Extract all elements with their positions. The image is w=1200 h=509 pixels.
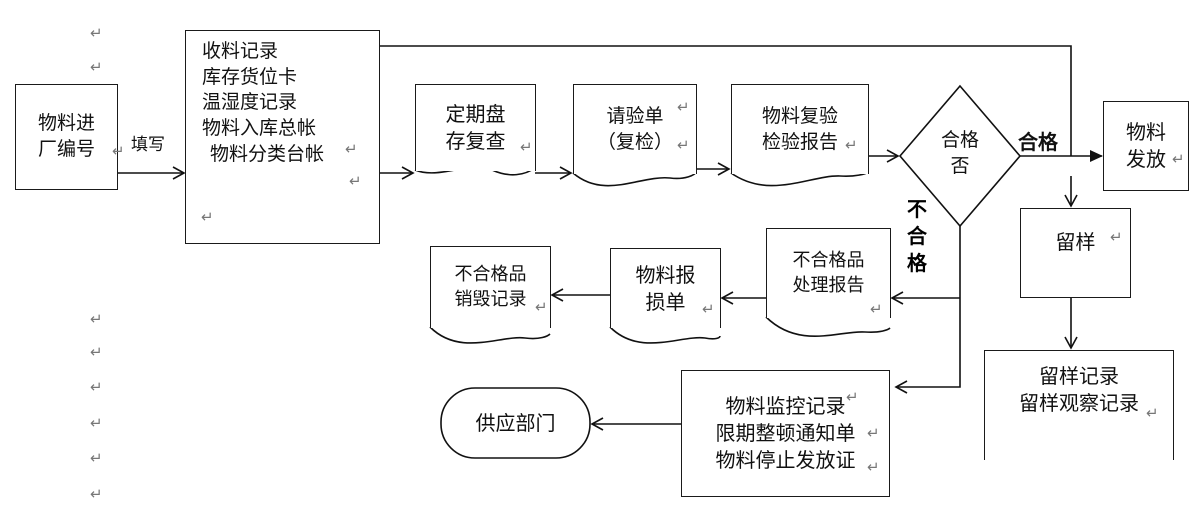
paragraph-mark: ↵ [867, 458, 880, 476]
paragraph-mark: ↵ [870, 300, 883, 318]
paragraph-mark: ↵ [201, 208, 214, 226]
node-destroy: 不合格品 销毁记录 [430, 246, 551, 328]
paragraph-mark: ↵ [520, 138, 533, 156]
paragraph-mark: ↵ [112, 142, 125, 160]
edge-label-fill: 填写 [131, 135, 165, 155]
paragraph-mark: ↵ [1146, 404, 1159, 422]
edge-label-fail: 不合格 [905, 196, 929, 277]
edge-label-pass: 合格 [1018, 130, 1058, 154]
node-sample-record: 留样记录 留样观察记录 [984, 350, 1174, 460]
node-destroy-line-2: 销毁记录 [454, 288, 527, 310]
paragraph-mark: ↵ [90, 414, 103, 432]
paragraph-mark: ↵ [90, 24, 103, 42]
node-inspect-request-line-1: 请验单 [606, 104, 664, 127]
node-incoming-line-1: 物料进 [37, 112, 95, 135]
reinspect-doc-wave [730, 171, 869, 187]
node-reinspect-report-line-1: 物料复验 [761, 104, 838, 127]
paragraph-mark: ↵ [90, 449, 103, 467]
line-fail-down [894, 226, 961, 394]
paragraph-mark: ↵ [90, 378, 103, 396]
node-recheck-line-2: 存复查 [445, 129, 506, 153]
line-receiving-bypass [380, 45, 1072, 156]
node-loss-line-2: 损单 [645, 289, 686, 314]
node-receiving-line-4: 物料入库总帐 [202, 116, 317, 139]
paragraph-mark: ↵ [90, 310, 103, 328]
edge-label-fail-text: 不合格 [907, 197, 927, 275]
paragraph-mark: ↵ [90, 58, 103, 76]
node-incoming: 物料进 厂编号 [15, 84, 118, 190]
node-destroy-line-1: 不合格品 [454, 264, 527, 286]
loss-doc-wave [609, 326, 721, 344]
node-monitor-line-2: 限期整顿通知单 [715, 421, 856, 445]
node-recheck: 定期盘 存复查 [415, 84, 536, 171]
node-receiving-line-3: 温湿度记录 [202, 91, 298, 114]
node-inspect-request: 请验单 （复检） [573, 84, 697, 174]
supplier-terminal [440, 387, 591, 459]
paragraph-mark: ↵ [702, 300, 715, 318]
node-incoming-line-2: 厂编号 [37, 138, 95, 160]
paragraph-mark: ↵ [90, 485, 103, 503]
paragraph-mark: ↵ [345, 140, 358, 158]
node-monitor: 物料监控记录 限期整顿通知单 物料停止发放证 [681, 370, 890, 497]
node-decision-line-2: 否 [950, 154, 970, 177]
node-loss-line-1: 物料报 [635, 262, 696, 287]
paragraph-mark: ↵ [846, 388, 859, 406]
paragraph-mark: ↵ [1110, 228, 1123, 246]
paragraph-mark: ↵ [349, 172, 362, 190]
node-supplier-label: 供应部门 [475, 411, 556, 435]
paragraph-mark: ↵ [677, 136, 690, 154]
paragraph-mark: ↵ [90, 343, 103, 361]
paragraph-mark: ↵ [677, 98, 690, 116]
paragraph-mark: ↵ [867, 424, 880, 442]
node-release-line-1: 物料 [1126, 120, 1166, 144]
paragraph-mark: ↵ [1172, 150, 1185, 168]
paragraph-mark: ↵ [845, 136, 858, 154]
node-reinspect-report: 物料复验 检验报告 [731, 84, 869, 174]
node-nc-report-line-1: 不合格品 [792, 250, 865, 272]
node-sample-record-line-1: 留样记录 [1039, 364, 1119, 388]
node-decision-line-1: 合格 [940, 129, 979, 151]
node-decision: 合格 否 [930, 128, 990, 179]
node-nc-report: 不合格品 处理报告 [766, 228, 891, 318]
node-release-line-2: 发放 [1126, 147, 1166, 171]
node-recheck-line-1: 定期盘 [445, 102, 506, 126]
node-receiving: 收料记录 库存货位卡 温湿度记录 物料入库总帐 物料分类台帐 [185, 30, 380, 244]
node-sample-record-line-2: 留样观察记录 [1019, 391, 1139, 415]
node-monitor-line-3: 物料停止发放证 [715, 448, 856, 472]
node-release: 物料 发放 [1103, 101, 1189, 191]
node-supplier: 供应部门 [441, 408, 590, 438]
node-receiving-line-2: 库存货位卡 [202, 65, 298, 88]
destroy-doc-wave [429, 326, 551, 344]
node-nc-report-line-2: 处理报告 [792, 274, 865, 296]
node-sample-line-1: 留样 [1055, 230, 1096, 254]
node-receiving-line-1: 收料记录 [202, 40, 279, 62]
node-monitor-line-1: 物料监控记录 [725, 394, 846, 418]
node-receiving-line-5: 物料分类台帐 [210, 142, 325, 165]
node-loss: 物料报 损单 [610, 248, 721, 328]
node-reinspect-report-line-2: 检验报告 [761, 130, 838, 153]
node-sample: 留样 [1020, 208, 1131, 298]
inspect-req-doc-wave [572, 171, 697, 187]
nc-report-doc-wave [765, 316, 891, 337]
node-inspect-request-line-2: （复检） [596, 130, 673, 153]
paragraph-mark: ↵ [535, 298, 548, 316]
